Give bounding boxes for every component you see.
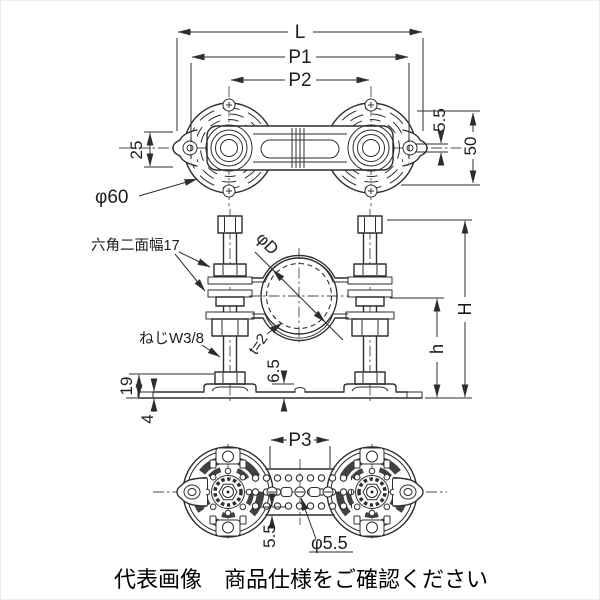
dim-P3-label: P3 [288, 430, 311, 451]
dim-P2-label: P2 [288, 70, 311, 91]
dim-25-label: 25 [127, 141, 146, 160]
dim-P1-label: P1 [288, 47, 311, 68]
dim-5-5-top-label: 5.5 [430, 108, 449, 132]
bottom-view: P3 5.5 φ5.5 [153, 430, 447, 553]
dim-6-5-label: 6.5 [264, 359, 283, 383]
dim-4-label: 4 [138, 414, 157, 423]
dim-t2-label: t=2 [245, 331, 271, 358]
note-representative-image: 代表画像 商品仕様をご確認ください [114, 567, 488, 592]
base-plate [137, 387, 423, 399]
dim-phi60-label: φ60 [95, 187, 128, 208]
dim-L-label: L [295, 22, 306, 43]
dim-19-label: 19 [117, 377, 136, 396]
front-view: φD t=2 六角二面幅17 ねじW3/8 6.5 19 4 H [91, 208, 475, 424]
note-hex-width-label: 六角二面幅17 [91, 237, 180, 254]
clamp-band-lower [251, 317, 349, 342]
dim-H-label: H [455, 303, 475, 316]
top-view: L P1 P2 25 φ60 5.5 50 [95, 22, 481, 208]
dim-h-label: h [427, 344, 447, 354]
clamp-band-upper [251, 254, 349, 279]
dim-5-5-bottom-label: 5.5 [260, 524, 279, 548]
dim-phi5-5-label: φ5.5 [311, 533, 348, 553]
note-screw-label: ねじW3/8 [139, 330, 204, 347]
dim-50-label: 50 [461, 137, 480, 156]
